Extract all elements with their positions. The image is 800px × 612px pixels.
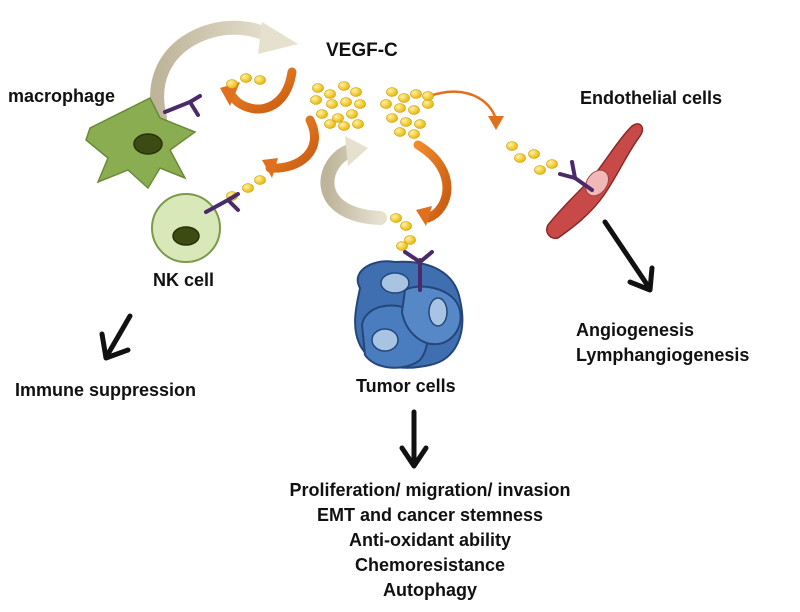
tumor-cells xyxy=(354,260,464,369)
nk-nucleus xyxy=(172,226,200,246)
endothelial-receptor xyxy=(558,160,594,192)
secretion-arrow-macrophage xyxy=(150,20,298,125)
vegfc-ligand-dot xyxy=(506,141,518,151)
vegfc-ligand-dot xyxy=(528,149,540,159)
vegfc-ligand-dot xyxy=(340,97,352,107)
vegfc-label: VEGF-C xyxy=(326,40,398,61)
vegfc-ligand-dot xyxy=(414,119,426,129)
signal-arrow-to-endothelial xyxy=(429,90,504,130)
vegfc-ligand-dot xyxy=(352,119,364,129)
tumor-cells-label: Tumor cells xyxy=(356,376,456,396)
vegfc-ligand-dot xyxy=(350,87,362,97)
vegfc-ligand-dot xyxy=(326,99,338,109)
chemoresistance-label: Chemoresistance xyxy=(354,555,506,575)
arrow-immune-suppression xyxy=(99,313,133,361)
vegfc-ligand-dot xyxy=(338,121,350,131)
vegfc-ligand-dot xyxy=(332,113,344,123)
vegfc-ligand-dot xyxy=(386,87,398,97)
vegfc-ligand-dot xyxy=(338,81,350,91)
endothelial-cell xyxy=(546,123,644,240)
vegfc-ligand-dot xyxy=(394,103,406,113)
endothelial-outcomes: Angiogenesis Lymphangiogenesis xyxy=(576,318,749,368)
vegfc-ligand-dot xyxy=(410,89,422,99)
vegfc-ligand-dot xyxy=(310,95,322,105)
tumor-nucleus-2 xyxy=(371,328,399,352)
vegfc-ligand-cluster xyxy=(226,73,558,251)
vegfc-ligand-dot xyxy=(242,183,254,193)
proliferation-label: Proliferation/ migration/ invasion xyxy=(289,480,571,500)
angiogenesis-label: Angiogenesis xyxy=(576,320,695,340)
vegfc-ligand-dot xyxy=(394,127,406,137)
vegfc-ligand-dot xyxy=(422,91,434,101)
arrow-tumor-outcomes xyxy=(399,409,429,469)
macrophage-label: macrophage xyxy=(8,86,116,106)
vegfc-ligand-dot xyxy=(254,175,266,185)
vegfc-ligand-dot xyxy=(380,99,392,109)
nk-cell xyxy=(151,193,221,263)
antioxidant-label: Anti-oxidant ability xyxy=(349,530,511,550)
vegfc-ligand-dot xyxy=(514,153,526,163)
nk-cell-label: NK cell xyxy=(153,270,215,290)
vegfc-ligand-dot xyxy=(254,75,266,85)
macrophage-cell xyxy=(85,96,197,190)
vegfc-ligand-dot xyxy=(312,83,324,93)
immune-suppression-label: Immune suppression xyxy=(15,380,197,400)
vegfc-ligand-dot xyxy=(422,99,434,109)
vegfc-ligand-dot xyxy=(240,73,252,83)
vegfc-ligand-dot xyxy=(546,159,558,169)
tumor-nucleus-3 xyxy=(428,297,448,327)
macrophage-receptor xyxy=(163,94,202,117)
vegfc-ligand-dot xyxy=(324,119,336,129)
emt-stemness-label: EMT and cancer stemness xyxy=(316,505,544,525)
vegfc-ligand-dot xyxy=(408,129,420,139)
vegfc-ligand-dot xyxy=(390,213,402,223)
tumor-nucleus-1 xyxy=(380,272,410,294)
nk-receptor xyxy=(204,192,240,214)
secretion-arrow-tumor xyxy=(320,136,387,225)
vegfc-ligand-dot xyxy=(346,109,358,119)
lymphangiogenesis-label: Lymphangiogenesis xyxy=(576,345,750,365)
vegfc-ligand-dot xyxy=(354,99,366,109)
vegfc-ligand-dot xyxy=(408,105,420,115)
macrophage-nucleus xyxy=(133,133,163,155)
vegfc-ligand-dot xyxy=(534,165,546,175)
vegfc-ligand-dot xyxy=(396,241,408,251)
autophagy-label: Autophagy xyxy=(383,580,477,600)
tumor-receptor xyxy=(403,250,434,292)
tumor-outcomes: Proliferation/ migration/ invasion EMT a… xyxy=(240,478,620,603)
vegfc-ligand-dot xyxy=(316,109,328,119)
vegfc-ligand-dot xyxy=(386,113,398,123)
signal-arrow-to-nk xyxy=(262,115,319,178)
endothelial-cells-label: Endothelial cells xyxy=(580,88,723,108)
vegfc-ligand-dot xyxy=(400,221,412,231)
arrow-endothelial-outcomes xyxy=(602,219,655,293)
vegfc-ligand-dot xyxy=(398,93,410,103)
signal-arrow-to-tumor xyxy=(413,140,452,226)
vegfc-ligand-dot xyxy=(324,89,336,99)
vegfc-ligand-dot xyxy=(400,117,412,127)
vegfc-ligand-dot xyxy=(404,235,416,245)
vegfc-ligand-dot xyxy=(226,79,238,89)
